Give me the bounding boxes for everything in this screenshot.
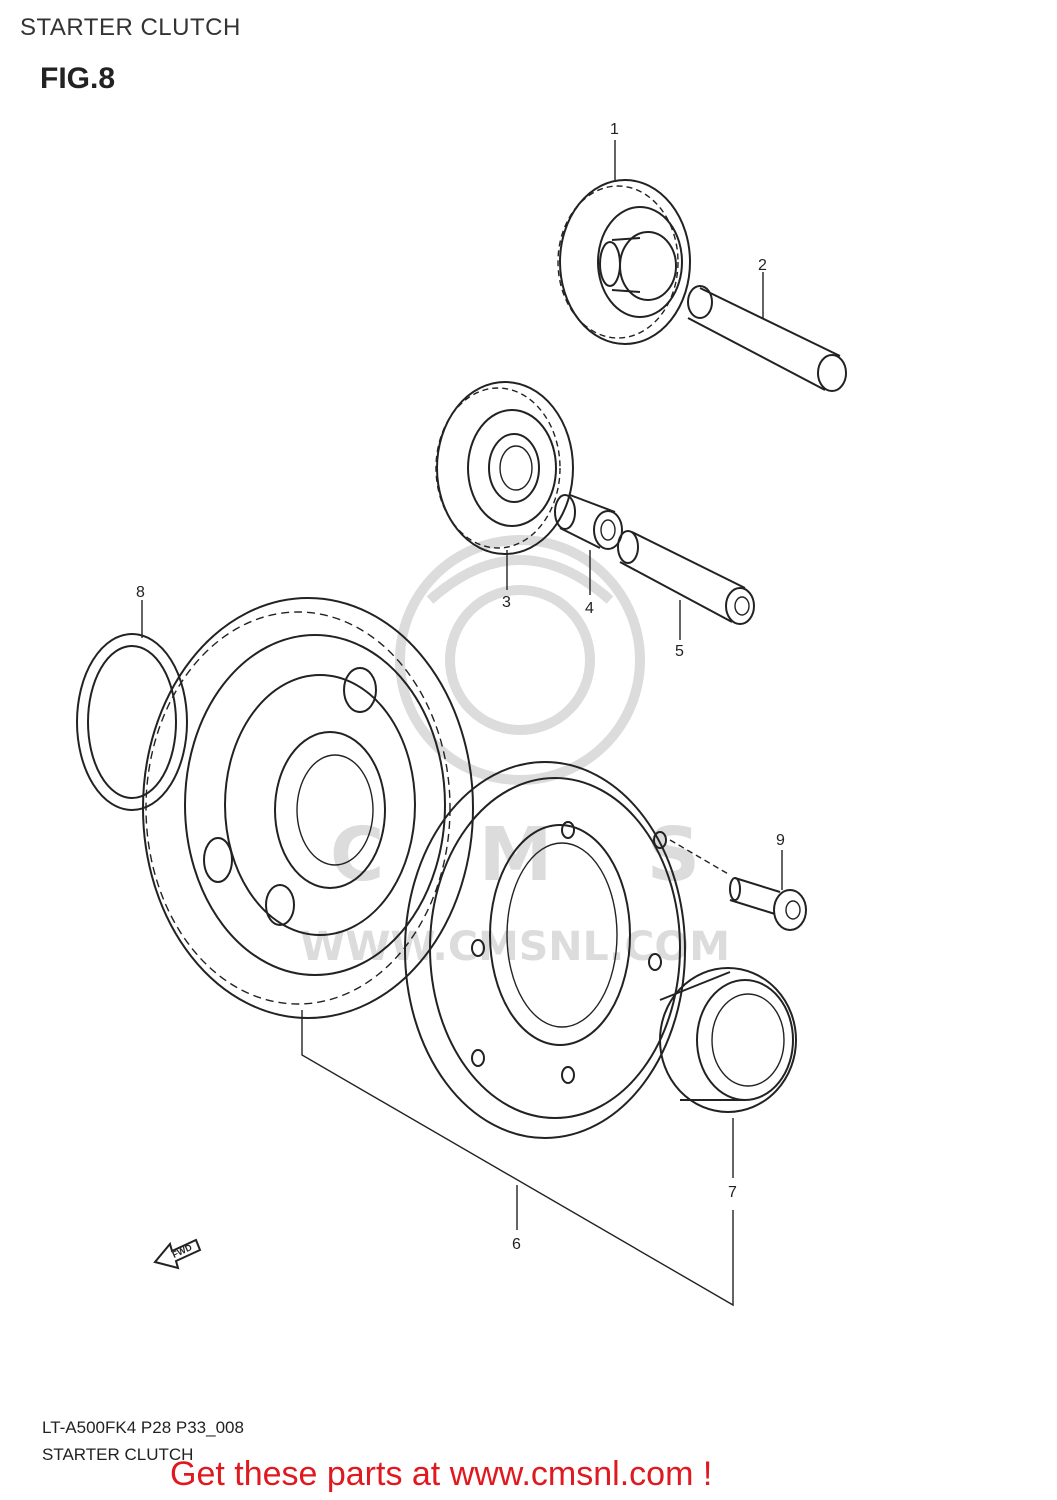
page-title: STARTER CLUTCH xyxy=(20,14,241,41)
footer-title: STARTER CLUTCH xyxy=(42,1445,194,1464)
part-3-gear[interactable] xyxy=(435,381,574,555)
svg-text:WWW.CMSNL.COM: WWW.CMSNL.COM xyxy=(300,924,730,970)
part-number-7: 7 xyxy=(728,1184,737,1201)
part-9-bolt[interactable] xyxy=(669,839,807,931)
model-code: LT-A500FK4 P28 P33_008 xyxy=(42,1418,244,1437)
fwd-arrow-icon: FWD xyxy=(153,1238,202,1270)
part-number-2: 2 xyxy=(758,257,767,274)
part-1-gear[interactable] xyxy=(557,179,691,345)
cms-logo-watermark: CMS WWW.CMSNL.COM xyxy=(300,535,730,970)
part-number-3: 3 xyxy=(502,594,511,611)
part-4-bushing[interactable] xyxy=(554,494,623,550)
leader-lines xyxy=(141,140,783,1307)
part-number-5: 5 xyxy=(675,643,684,660)
promo-link[interactable]: Get these parts at www.cmsnl.com ! xyxy=(170,1455,713,1493)
part-number-4: 4 xyxy=(585,600,594,617)
figure-label: FIG.8 xyxy=(40,62,116,95)
part-number-1: 1 xyxy=(610,121,619,138)
part-7-bearing[interactable] xyxy=(659,967,797,1113)
part-8-washer[interactable] xyxy=(76,633,188,811)
part-6-starter-gear[interactable] xyxy=(142,597,474,1019)
part-6-clutch-body[interactable] xyxy=(404,761,686,1139)
part-2-shaft[interactable] xyxy=(687,285,847,392)
part-number-8: 8 xyxy=(136,584,145,601)
part-number-6: 6 xyxy=(512,1236,521,1253)
part-5-shaft[interactable] xyxy=(617,530,755,625)
part-number-9: 9 xyxy=(776,832,785,849)
